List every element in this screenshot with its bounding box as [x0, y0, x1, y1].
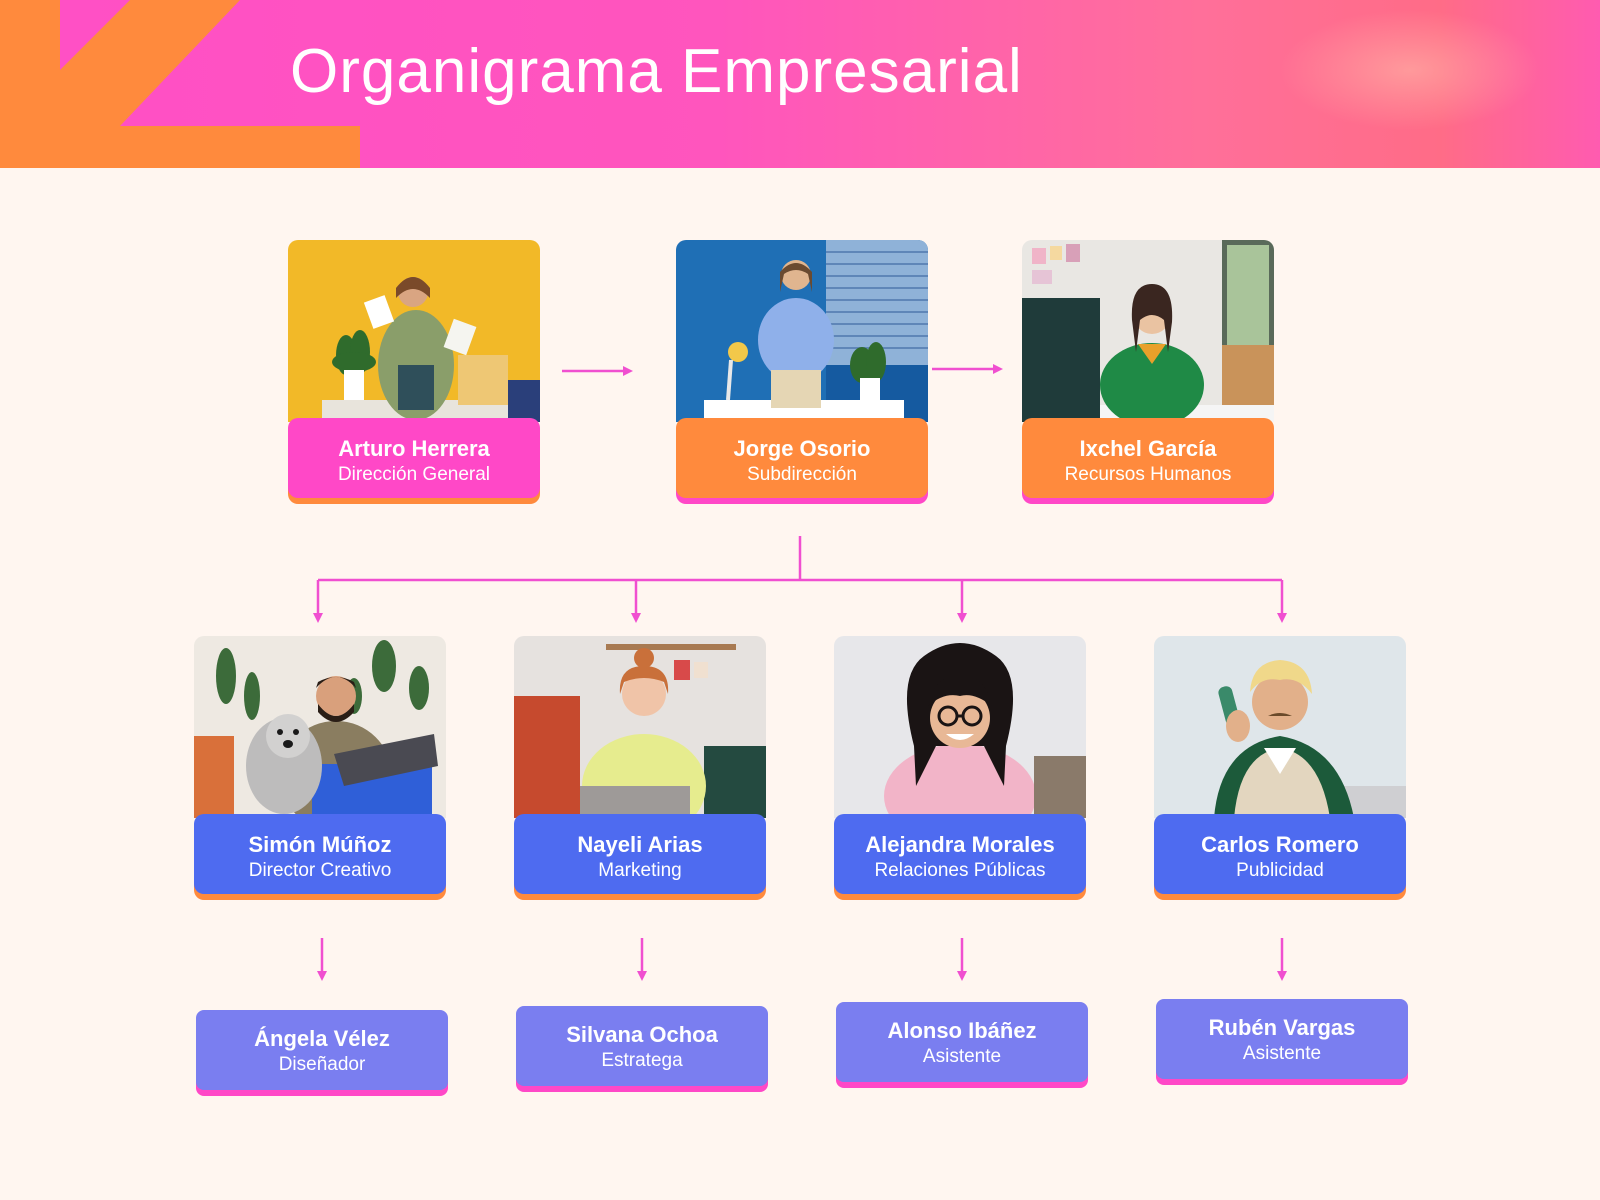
person-name: Ángela Vélez: [254, 1026, 390, 1051]
page-title: Organigrama Empresarial: [290, 37, 1023, 106]
org-card-hr[interactable]: Ixchel García Recursos Humanos: [1022, 240, 1274, 506]
person-name: Simón Múñoz: [248, 832, 392, 857]
org-card-staff-assistant-1[interactable]: Alonso Ibáñez Asistente: [836, 1002, 1088, 1082]
man-yellow-backdrop-photo: [288, 240, 540, 422]
card-label: Simón Múñoz Director Creativo: [194, 814, 446, 894]
person-name: Alonso Ibáñez: [887, 1018, 1037, 1043]
person-role: Estratega: [601, 1050, 683, 1071]
man-blue-backdrop-photo: [676, 240, 928, 422]
card-label: Ixchel García Recursos Humanos: [1022, 418, 1274, 498]
person-role: Marketing: [598, 860, 682, 881]
card-label: Nayeli Arias Marketing: [514, 814, 766, 894]
woman-at-laptop-photo: [514, 636, 766, 818]
org-card-staff-assistant-2[interactable]: Rubén Vargas Asistente: [1156, 999, 1408, 1079]
org-card-manager-advertising[interactable]: Carlos Romero Publicidad: [1154, 636, 1406, 902]
card-label: Alejandra Morales Relaciones Públicas: [834, 814, 1086, 894]
org-card-subdirector[interactable]: Jorge Osorio Subdirección: [676, 240, 928, 506]
card-label: Jorge Osorio Subdirección: [676, 418, 928, 498]
person-name: Alejandra Morales: [865, 832, 1055, 857]
person-role: Asistente: [1242, 1043, 1322, 1064]
person-role: Diseñador: [278, 1054, 366, 1075]
man-on-phone-photo: [1154, 636, 1406, 818]
person-name: Arturo Herrera: [338, 436, 490, 461]
header-banner: Organigrama Empresarial: [0, 0, 1600, 168]
person-name: Jorge Osorio: [733, 436, 871, 461]
org-card-manager-pr[interactable]: Alejandra Morales Relaciones Públicas: [834, 636, 1086, 902]
org-card-manager-creative[interactable]: Simón Múñoz Director Creativo: [194, 636, 446, 902]
org-card-director[interactable]: Arturo Herrera Dirección General: [288, 240, 540, 506]
org-card-staff-strategist[interactable]: Silvana Ochoa Estratega: [516, 1006, 768, 1086]
woman-at-computer-photo: [1022, 240, 1274, 422]
person-role: Publicidad: [1236, 860, 1324, 881]
smiling-woman-glasses-photo: [834, 636, 1086, 818]
person-name: Silvana Ochoa: [566, 1022, 718, 1047]
person-role: Asistente: [922, 1046, 1002, 1067]
person-role: Dirección General: [337, 464, 491, 485]
person-role: Director Creativo: [248, 860, 392, 881]
person-name: Carlos Romero: [1201, 832, 1359, 857]
card-label: Carlos Romero Publicidad: [1154, 814, 1406, 894]
person-name: Rubén Vargas: [1208, 1015, 1356, 1040]
person-role: Recursos Humanos: [1064, 464, 1232, 485]
card-label: Arturo Herrera Dirección General: [288, 418, 540, 498]
banner-highlight: [1280, 10, 1540, 130]
orange-corner-decoration: [0, 0, 360, 168]
person-name: Ixchel García: [1079, 436, 1217, 461]
org-card-manager-marketing[interactable]: Nayeli Arias Marketing: [514, 636, 766, 902]
person-role: Relaciones Públicas: [874, 860, 1046, 881]
org-card-staff-designer[interactable]: Ángela Vélez Diseñador: [196, 1010, 448, 1090]
person-role: Subdirección: [747, 464, 857, 485]
person-name: Nayeli Arias: [577, 832, 703, 857]
man-with-dog-photo: [194, 636, 446, 818]
